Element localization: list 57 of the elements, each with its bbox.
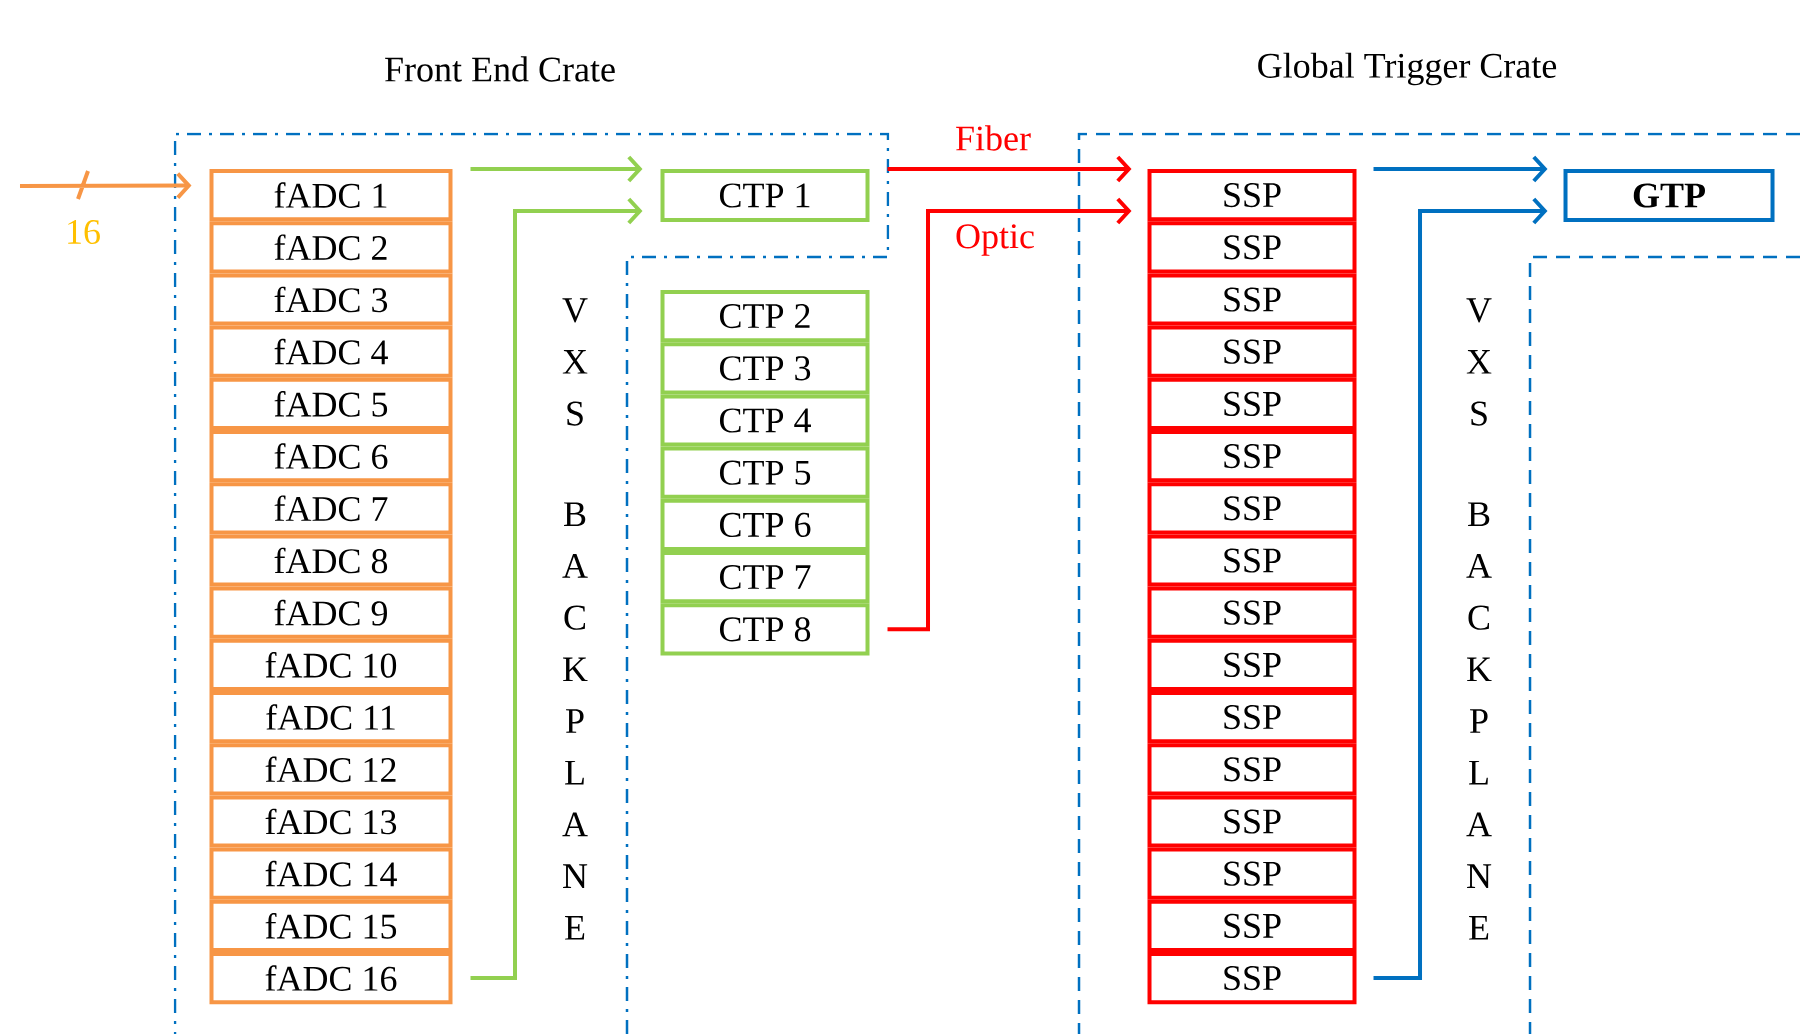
edge-label: 16 — [68, 219, 100, 245]
edge-label: Optic — [956, 224, 1034, 256]
module-box: SSP — [1147, 743, 1357, 796]
edge-label: Fiber — [956, 125, 1031, 151]
arrow — [18, 169, 192, 201]
arrow — [887, 197, 1132, 632]
module-box: CTP 8 — [660, 603, 870, 656]
arrow — [1373, 155, 1548, 183]
module-box: SSP — [1147, 899, 1357, 952]
module-box: CTP 5 — [660, 446, 870, 499]
arrow — [470, 155, 643, 183]
module-box: fADC 6 — [209, 430, 453, 483]
backplane-label: BACKPLANE — [1466, 502, 1492, 940]
module-box: fADC 10 — [209, 638, 453, 691]
module-box: CTP 1 — [660, 169, 870, 222]
module-box: fADC 15 — [209, 899, 453, 952]
backplane-label: VXS — [1466, 298, 1492, 426]
module-box: fADC 9 — [209, 586, 453, 639]
module-box: CTP 3 — [660, 342, 870, 395]
module-box: SSP — [1147, 169, 1357, 222]
module-box: fADC 5 — [209, 377, 453, 430]
arrow — [887, 155, 1132, 183]
module-box: fADC 3 — [209, 273, 453, 326]
module-box: SSP — [1147, 952, 1357, 1005]
module-box: CTP 4 — [660, 394, 870, 447]
crate-title: Global Trigger Crate — [1258, 52, 1557, 86]
module-box: fADC 1 — [209, 169, 453, 222]
module-box: SSP — [1147, 847, 1357, 900]
module-box: SSP — [1147, 325, 1357, 378]
crate-title: Front End Crate — [385, 56, 615, 82]
module-box: fADC 16 — [209, 952, 453, 1005]
arrow — [1373, 197, 1548, 981]
module-box: CTP 6 — [660, 498, 870, 551]
arrow — [470, 197, 643, 981]
module-box: SSP — [1147, 691, 1357, 744]
module-box: SSP — [1147, 273, 1357, 326]
module-box: SSP — [1147, 377, 1357, 430]
module-box: SSP — [1147, 586, 1357, 639]
module-box: SSP — [1147, 795, 1357, 848]
module-box: GTP — [1563, 169, 1775, 222]
module-box: fADC 8 — [209, 534, 453, 587]
module-box: SSP — [1147, 482, 1357, 535]
backplane-label: VXS — [562, 298, 588, 426]
module-box: SSP — [1147, 221, 1357, 274]
module-box: fADC 14 — [209, 847, 453, 900]
module-box: fADC 11 — [209, 691, 453, 744]
module-box: fADC 4 — [209, 325, 453, 378]
module-box: fADC 12 — [209, 743, 453, 796]
module-box: fADC 7 — [209, 482, 453, 535]
module-box: fADC 2 — [209, 221, 453, 274]
module-box: SSP — [1147, 534, 1357, 587]
module-box: SSP — [1147, 430, 1357, 483]
backplane-label: BACKPLANE — [562, 502, 588, 940]
module-box: SSP — [1147, 638, 1357, 691]
module-box: CTP 7 — [660, 551, 870, 604]
module-box: CTP 2 — [660, 290, 870, 343]
module-box: fADC 13 — [209, 795, 453, 848]
